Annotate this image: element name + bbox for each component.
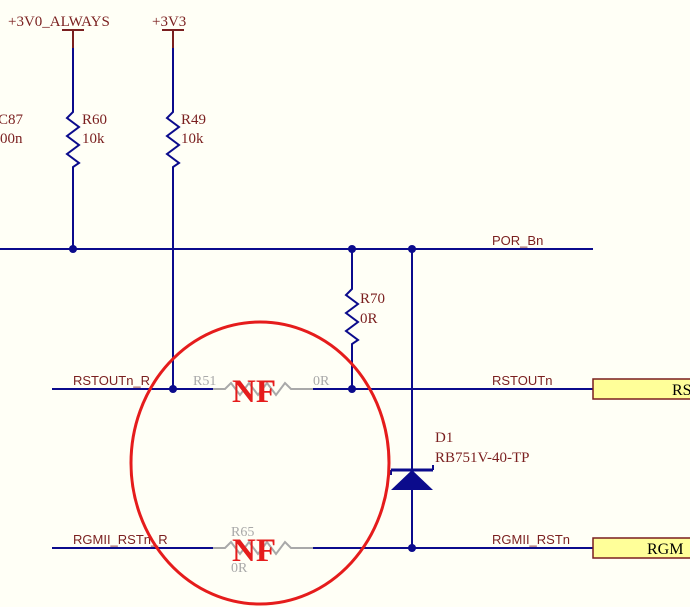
r60-ref: R60: [82, 112, 107, 128]
r51-ref: R51: [193, 374, 216, 389]
r70-ref: R70: [360, 291, 385, 307]
d1-value: RB751V-40-TP: [435, 450, 529, 466]
net-label-por-bn: POR_Bn: [492, 233, 543, 248]
c87-value: 00n: [0, 131, 23, 147]
power-label-3v0-always: +3V0_ALWAYS: [8, 14, 110, 30]
resistor-zigzag: [65, 104, 81, 172]
d1-ref: D1: [435, 430, 453, 446]
net-label-rgmii-rstn: RGMII_RSTn: [492, 532, 570, 547]
junction-dot: [69, 245, 77, 253]
power-port-3v0-always: +3V0_ALWAYS: [8, 14, 110, 48]
r65-value: 0R: [231, 561, 248, 576]
resistor-r49: R49 10k: [165, 104, 206, 172]
net-label-rstoutn-r: RSTOUTn_R: [73, 373, 150, 388]
port-rstoutn: RS: [592, 378, 690, 400]
r70-value: 0R: [360, 311, 378, 327]
resistor-r60: R60 10k: [65, 104, 107, 172]
resistor-zigzag: [344, 281, 360, 349]
r51-value: 0R: [313, 374, 330, 389]
resistor-r51: R51 0R NF: [193, 374, 330, 410]
junction-dot: [169, 385, 177, 393]
resistor-r65: R65 0R NF: [213, 525, 313, 576]
port-rgmii-rstn: RGM: [592, 537, 690, 559]
capacitor-c87: C87 00n: [0, 112, 24, 147]
junctions: [69, 245, 416, 552]
junction-dot: [408, 245, 416, 253]
net-label-rstoutn: RSTOUTn: [492, 373, 552, 388]
diode-d1: D1 RB751V-40-TP: [390, 430, 529, 490]
net-label-rgmii-rstn-r: RGMII_RSTn_R: [73, 532, 168, 547]
power-label-3v3: +3V3: [152, 14, 186, 30]
r49-ref: R49: [181, 112, 206, 128]
port-label-rstoutn: RS: [672, 382, 690, 399]
resistor-zigzag: [213, 540, 313, 556]
resistor-r70: R70 0R: [344, 281, 385, 349]
wires: [0, 48, 593, 549]
resistor-zigzag: [165, 104, 181, 172]
power-port-3v3: +3V3: [152, 14, 186, 48]
diode-triangle: [391, 470, 433, 490]
resistor-zigzag: [213, 381, 313, 397]
junction-dot: [408, 544, 416, 552]
junction-dot: [348, 245, 356, 253]
r60-value: 10k: [82, 131, 105, 147]
junction-dot: [348, 385, 356, 393]
highlight-circle: [129, 320, 391, 606]
c87-ref: C87: [0, 112, 24, 128]
r65-ref: R65: [231, 525, 254, 540]
r49-value: 10k: [181, 131, 204, 147]
r65-not-fitted-mark: NF: [232, 533, 276, 569]
port-label-rgmii-rstn: RGM: [647, 541, 683, 558]
r51-not-fitted-mark: NF: [232, 374, 276, 410]
